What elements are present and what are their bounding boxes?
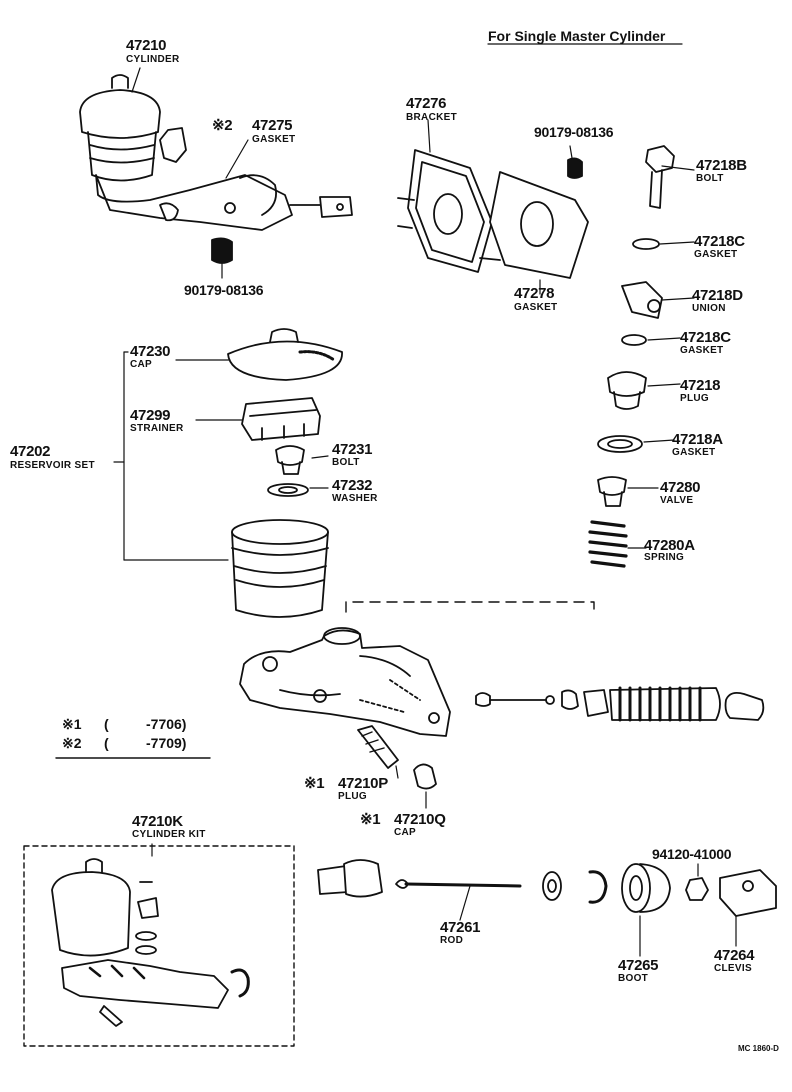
- washer-and-clip-illustration: [542, 870, 608, 904]
- part-number-47218D: 47218D: [692, 287, 743, 304]
- footnote-1-range: -7706): [146, 716, 187, 732]
- part-name-gasket-47218C-upper: GASKET: [694, 249, 738, 260]
- cap-47210Q-illustration: [413, 763, 437, 809]
- bolt-47218B-illustration: [645, 145, 695, 209]
- part-name-cap-47230: CAP: [130, 359, 153, 370]
- cap-47230-illustration: [227, 328, 343, 381]
- part-number-47276: 47276: [406, 95, 447, 112]
- part-name-bolt-47218B: BOLT: [696, 173, 724, 184]
- clevis-47264-illustration: [719, 869, 777, 947]
- part-name-boot: BOOT: [618, 973, 649, 984]
- piston-47261-assembly-illustration: [317, 859, 522, 921]
- bolt-47231-illustration: [275, 445, 305, 475]
- part-name-gasket-47278: GASKET: [514, 302, 558, 313]
- reservoir-set-bracket-lines: [113, 351, 329, 561]
- plug-47210P-illustration: [357, 725, 399, 779]
- leader-lines-top-left: [131, 67, 249, 279]
- part-number-90179-08136-mid: 90179-08136: [534, 124, 614, 140]
- part-number-47264: 47264: [714, 947, 755, 964]
- union-47218D-illustration: [621, 281, 695, 319]
- strainer-47299-illustration: [241, 397, 321, 441]
- valve-47280-illustration: [597, 476, 659, 507]
- part-name-union: UNION: [692, 303, 726, 314]
- part-number-47265: 47265: [618, 957, 659, 974]
- footnote-2-open: (: [104, 735, 109, 751]
- part-name-reservoir-set: RESERVOIR SET: [10, 460, 95, 471]
- footnote-2-range: -7709): [146, 735, 187, 751]
- reservoir-body-illustration: [231, 519, 329, 618]
- part-name-cylinder-kit: CYLINDER KIT: [132, 829, 206, 840]
- part-number-90179-08136-left: 90179-08136: [184, 282, 264, 298]
- part-number-47218B: 47218B: [696, 157, 747, 174]
- footnote-1-open: (: [104, 716, 109, 732]
- part-number-47210K: 47210K: [132, 813, 183, 830]
- part-name-spring: SPRING: [644, 552, 685, 563]
- part-name-gasket-47275: GASKET: [252, 134, 296, 145]
- part-number-47230: 47230: [130, 343, 171, 360]
- part-number-94120-41000: 94120-41000: [652, 846, 732, 862]
- footnote-mark-2: ※2: [212, 117, 233, 134]
- part-name-strainer: STRAINER: [130, 423, 184, 434]
- gasket-47278-illustration: [489, 145, 589, 295]
- diagram-header: For Single Master Cylinder: [488, 28, 666, 44]
- bracket-illustration: [397, 119, 501, 273]
- footnote-mark-1-plug: ※1: [304, 775, 325, 792]
- part-number-47210Q: 47210Q: [394, 811, 446, 828]
- part-number-47280: 47280: [660, 479, 701, 496]
- part-number-47280A: 47280A: [644, 537, 695, 554]
- part-number-47299: 47299: [130, 407, 171, 424]
- plug-47218-illustration: [607, 371, 681, 410]
- part-number-47275: 47275: [252, 117, 293, 134]
- drawing-code: MC 1860-D: [738, 1044, 779, 1053]
- footnote-mark-1-cap: ※1: [360, 811, 381, 828]
- part-number-47218A: 47218A: [672, 431, 723, 448]
- part-number-47261: 47261: [440, 919, 481, 936]
- part-number-47202: 47202: [10, 443, 51, 460]
- part-number-47218: 47218: [680, 377, 721, 394]
- master-cylinder-body-illustration: [239, 627, 451, 737]
- spring-47280A-illustration: [588, 520, 647, 568]
- washer-47232-illustration: [267, 483, 309, 497]
- part-number-47218C-lower: 47218C: [680, 329, 731, 346]
- gasket-47218A-illustration: [597, 435, 675, 453]
- part-name-plug-47210P: PLUG: [338, 791, 367, 802]
- cylinder-kit-dashed-box: [23, 845, 295, 1047]
- part-number-47210P: 47210P: [338, 775, 388, 792]
- part-number-47210: 47210: [126, 37, 167, 54]
- master-cylinder-assembly-illustration: [79, 74, 353, 264]
- boot-47265-illustration: [621, 863, 671, 957]
- piston-rod-row-illustration: [475, 686, 765, 722]
- part-name-valve: VALVE: [660, 495, 694, 506]
- footnote-2-mark: ※2: [62, 735, 82, 751]
- part-name-bracket: BRACKET: [406, 112, 457, 123]
- part-name-plug-47218: PLUG: [680, 393, 709, 404]
- footnote-1-mark: ※1: [62, 716, 82, 732]
- cylinder-kit-illustration: [51, 858, 250, 1027]
- gasket-47218C-lower-illustration: [621, 334, 681, 346]
- part-number-47218C-upper: 47218C: [694, 233, 745, 250]
- nut-94120-illustration: [685, 863, 709, 901]
- part-name-cylinder: CYLINDER: [126, 54, 180, 65]
- part-number-47231: 47231: [332, 441, 373, 458]
- part-name-rod: ROD: [440, 935, 464, 946]
- gasket-47218C-upper-illustration: [632, 238, 695, 250]
- alignment-dashed-bracket: [345, 601, 595, 617]
- part-name-bolt-47231: BOLT: [332, 457, 360, 468]
- part-name-clevis: CLEVIS: [714, 963, 752, 974]
- part-name-cap-47210Q: CAP: [394, 827, 417, 838]
- part-name-gasket-47218C-lower: GASKET: [680, 345, 724, 356]
- part-name-gasket-47218A: GASKET: [672, 447, 716, 458]
- part-name-washer: WASHER: [332, 493, 378, 504]
- part-number-47278: 47278: [514, 285, 555, 302]
- part-number-47232: 47232: [332, 477, 373, 494]
